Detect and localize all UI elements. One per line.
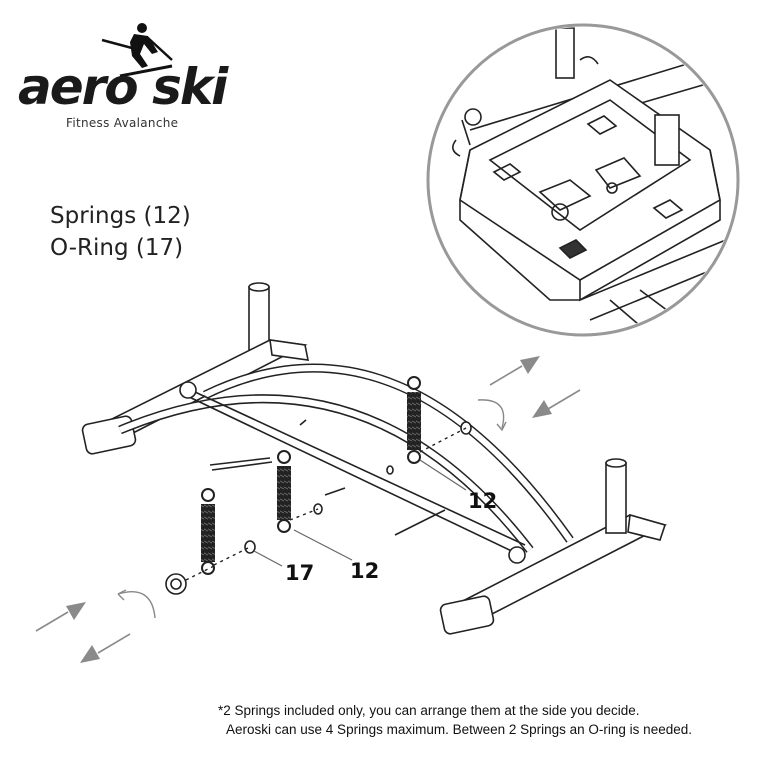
spring-left <box>201 488 215 575</box>
callout-o-ring: 17 <box>285 561 314 585</box>
skier-icon <box>101 23 173 78</box>
o-rings <box>165 421 472 595</box>
footnote-line-1: *2 Springs included only, you can arrang… <box>218 703 640 718</box>
callout-springs-middle: 12 <box>350 559 379 583</box>
detail-magnifier <box>426 23 740 337</box>
direction-arrows-right <box>489 356 581 418</box>
spring-right <box>407 376 421 464</box>
footnote-line-2: Aeroski can use 4 Springs maximum. Betwe… <box>226 722 692 737</box>
spring-middle <box>277 450 291 533</box>
brand-name: aero ski <box>18 58 228 116</box>
front-post <box>605 462 627 534</box>
parts-item-o-ring: O-Ring (17) <box>50 235 184 261</box>
rotate-arrow-left <box>117 589 156 619</box>
aeroski-frame <box>81 282 668 635</box>
rotate-arrow-right <box>477 399 507 432</box>
parts-list: Springs (12) O-Ring (17) <box>50 200 191 264</box>
aeroski-logo <box>12 18 262 138</box>
footnote: *2 Springs included only, you can arrang… <box>218 701 692 739</box>
callout-springs-right: 12 <box>468 489 497 513</box>
parts-item-springs: Springs (12) <box>50 203 191 229</box>
brand-tagline: Fitness Avalanche <box>66 116 179 130</box>
o-ring-17 <box>244 540 256 554</box>
front-foot <box>439 595 495 635</box>
direction-arrows-left <box>35 602 131 663</box>
rear-foot-left <box>81 415 137 455</box>
